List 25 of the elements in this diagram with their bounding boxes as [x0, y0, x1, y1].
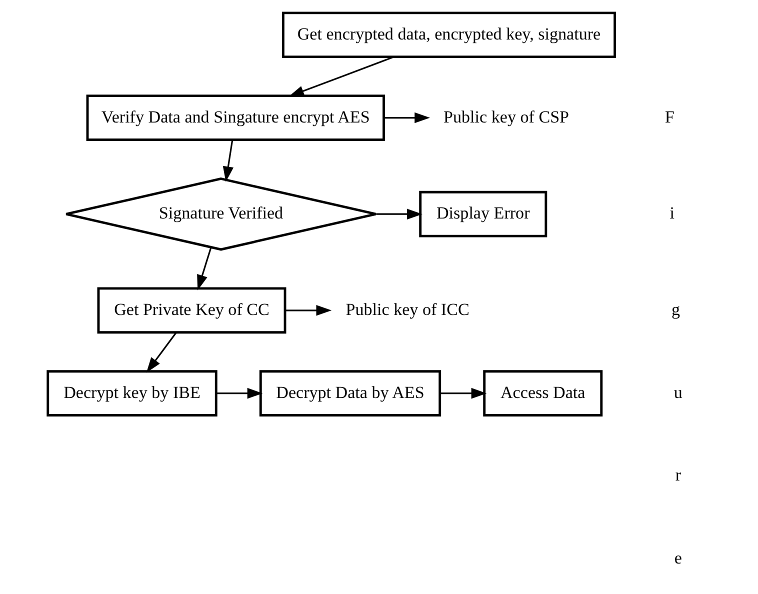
node-text: Public key of ICC — [345, 300, 469, 319]
node-box: Decrypt key by IBE — [46, 370, 217, 416]
node-text: Public key of CSP — [443, 107, 569, 126]
arrow — [288, 56, 394, 97]
label: F — [664, 107, 674, 126]
arrow — [216, 388, 262, 399]
label: g — [671, 300, 680, 319]
arrow — [440, 388, 486, 399]
arrow — [222, 140, 234, 182]
label: e — [674, 548, 682, 568]
label: u — [673, 382, 682, 402]
node-diamond: Signature Verified — [64, 177, 377, 251]
node-box: Get Private Key of CC — [96, 287, 286, 334]
label: r — [674, 466, 681, 485]
node-box: Verify Data and Singature encrypt AES — [86, 94, 384, 141]
arrow — [146, 332, 176, 373]
node-box: Access Data — [482, 370, 602, 416]
arrow — [376, 208, 422, 220]
arrow — [196, 247, 212, 290]
node-box: Decrypt Data by AES — [258, 370, 441, 416]
arrow — [284, 305, 332, 316]
node-box: Get encrypted data, encrypted key, signature — [281, 12, 616, 58]
arrow — [384, 112, 430, 124]
label: i — [669, 204, 674, 223]
node-box: Display Error — [418, 190, 547, 238]
